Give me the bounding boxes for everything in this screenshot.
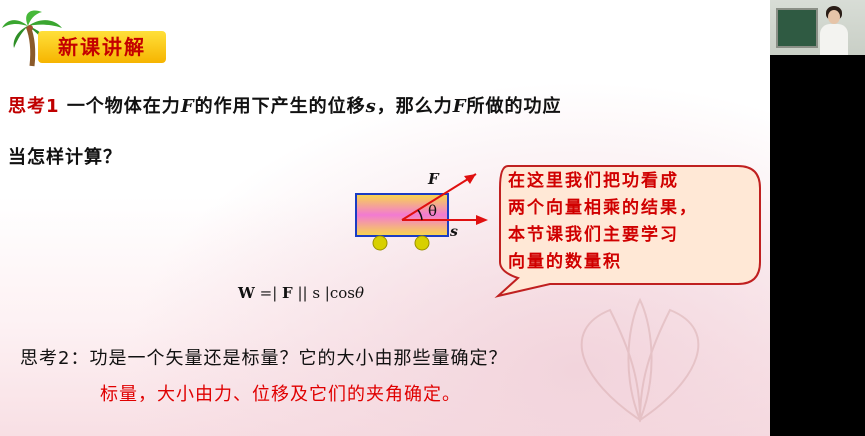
- webcam-blackboard: [776, 8, 818, 48]
- webcam-feed: [770, 0, 865, 55]
- force-diagram: F θ s: [355, 170, 488, 251]
- cart-wheel: [414, 235, 430, 251]
- palm-tree-icon: [2, 10, 62, 67]
- flower-watermark-icon: [580, 297, 700, 423]
- callout-line: 向量的数量积: [508, 252, 622, 272]
- callout-line: 本节课我们主要学习: [508, 225, 679, 245]
- label-s: s: [450, 224, 458, 240]
- think2-answer: 标量，大小由力、位移及它们的夹角确定。: [100, 384, 461, 405]
- webcam-person: [820, 24, 848, 55]
- cart-wheel: [372, 235, 388, 251]
- section-badge: 新课讲解: [38, 31, 166, 63]
- force-arrow: [401, 173, 477, 221]
- think1-label: 思考1: [8, 96, 60, 117]
- think1-line2: 当怎样计算？: [8, 147, 122, 168]
- callout-bubble: [494, 165, 761, 298]
- think1-line1: 思考1 一个物体在力F的作用下产生的位移s，那么力F所做的功应: [8, 96, 562, 117]
- slide: 新课讲解 思考1 一个物体在力F的作用下产生的位移s，那么力F所做的功应 当怎样…: [0, 0, 770, 436]
- think2-question: 思考2：功是一个矢量还是标量？它的大小由那些量确定？: [20, 348, 508, 369]
- label-theta: θ: [428, 202, 437, 220]
- work-formula: W =| F || s |cosθ: [238, 284, 365, 302]
- callout-line: 两个向量相乘的结果，: [508, 198, 698, 218]
- callout-text: 在这里我们把功看成 两个向量相乘的结果， 本节课我们主要学习 向量的数量积: [508, 168, 758, 276]
- callout-line: 在这里我们把功看成: [508, 171, 679, 191]
- label-f: F: [427, 170, 440, 188]
